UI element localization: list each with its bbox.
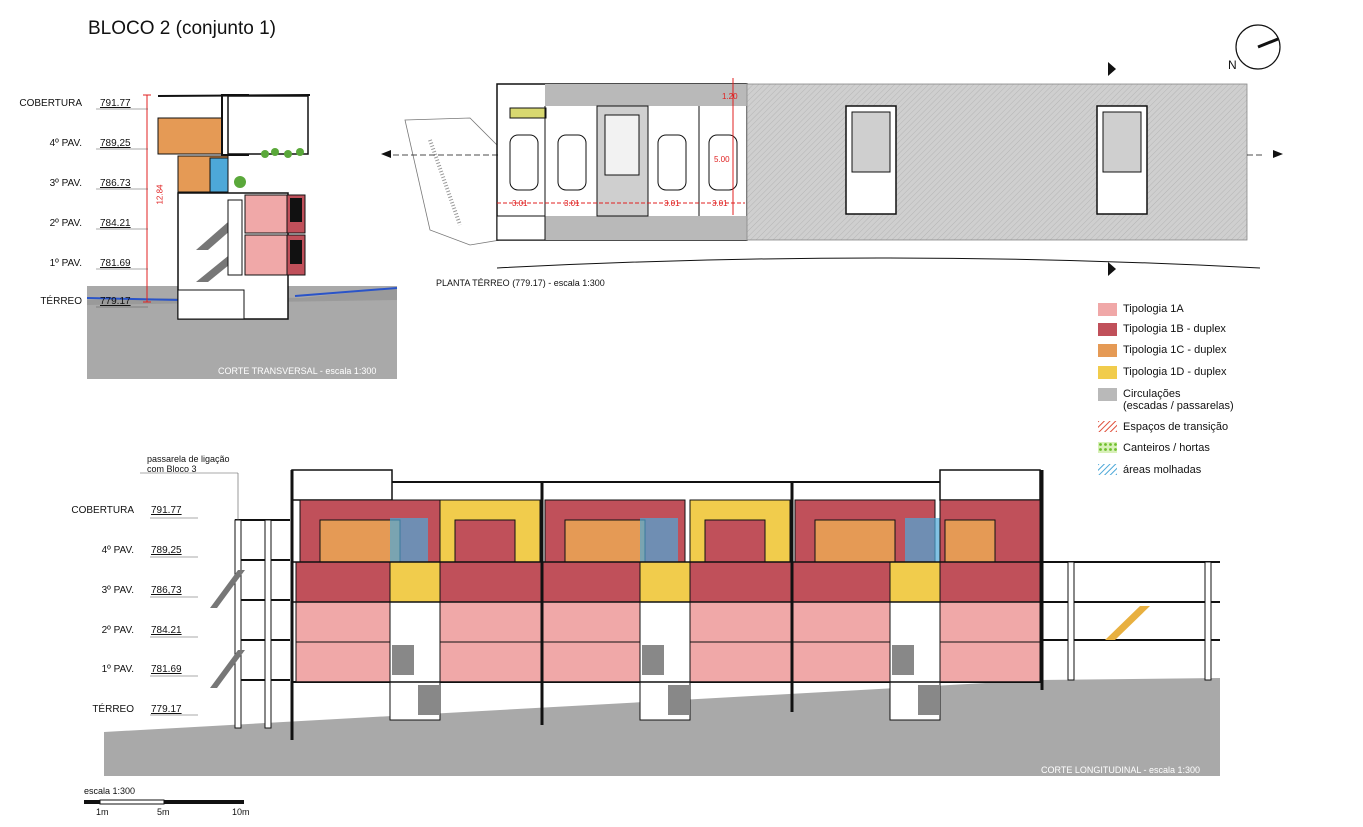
level-value: 781.69 bbox=[151, 664, 182, 675]
longitudinal-caption: CORTE LONGITUDINAL - escala 1:300 bbox=[1041, 765, 1201, 775]
scale-tick: 5m bbox=[157, 807, 170, 817]
unit-1a bbox=[244, 234, 288, 276]
level-value: 784.21 bbox=[151, 625, 182, 636]
legend-item-1a: Tipologia 1A bbox=[1098, 303, 1184, 316]
passarela-label: passarela de ligação bbox=[147, 454, 230, 464]
longitudinal-section bbox=[104, 469, 1220, 776]
level-value: 786.73 bbox=[100, 178, 131, 189]
legend-item-1b: Tipologia 1B - duplex bbox=[1098, 323, 1226, 336]
level-name: 3º PAV. bbox=[49, 178, 82, 189]
plan-spacing: 3.01 bbox=[564, 199, 580, 208]
level-name: 2º PAV. bbox=[49, 218, 82, 229]
transversal-caption: CORTE TRANSVERSAL - escala 1:300 bbox=[218, 366, 377, 376]
level-name: COBERTURA bbox=[19, 98, 82, 109]
level-value: 789,25 bbox=[100, 138, 131, 149]
level-name: 1º PAV. bbox=[101, 664, 134, 675]
height-dimension: 12.84 bbox=[155, 184, 165, 205]
level-value: 779.17 bbox=[151, 704, 182, 715]
level-value: 791.77 bbox=[151, 505, 182, 516]
legend-swatch bbox=[1098, 366, 1117, 379]
plan-spacing: 3.01 bbox=[512, 199, 528, 208]
scale-bar bbox=[84, 799, 244, 805]
scale-label: escala 1:300 bbox=[84, 786, 136, 796]
level-name: 2º PAV. bbox=[101, 625, 134, 636]
legend-swatch bbox=[1098, 344, 1117, 357]
plan-caption: PLANTA TÉRREO (779.17) - escala 1:300 bbox=[436, 278, 605, 288]
north-label: N bbox=[1228, 58, 1237, 72]
level-value: 779.17 bbox=[100, 296, 131, 307]
level-value: 786,73 bbox=[151, 585, 182, 596]
legend-item-canteiros: Canteiros / hortas bbox=[1098, 442, 1210, 454]
level-name: TÉRREO bbox=[40, 296, 82, 307]
scale-tick: 1m bbox=[96, 807, 109, 817]
legend-swatch bbox=[1098, 323, 1117, 336]
plan-dim-top: 1.20 bbox=[722, 92, 738, 101]
legend-item-transicao: Espaços de transição bbox=[1098, 421, 1228, 433]
level-value: 781.69 bbox=[100, 258, 131, 269]
ground-floor-plan bbox=[381, 24, 1283, 276]
level-name: 1º PAV. bbox=[49, 258, 82, 269]
legend-item-1d: Tipologia 1D - duplex bbox=[1098, 366, 1227, 379]
cross-section bbox=[86, 94, 398, 379]
passarela-label: com Bloco 3 bbox=[147, 464, 197, 474]
level-name: 4º PAV. bbox=[101, 545, 134, 556]
plan-dim-side: 5.00 bbox=[714, 155, 730, 164]
level-name: COBERTURA bbox=[71, 505, 134, 516]
legend-item-1c: Tipologia 1C - duplex bbox=[1098, 344, 1227, 357]
scale-tick: 10m bbox=[232, 807, 250, 817]
legend-item-molhadas: áreas molhadas bbox=[1098, 464, 1201, 476]
legend-swatch bbox=[1098, 388, 1117, 401]
page-title: BLOCO 2 (conjunto 1) bbox=[88, 18, 276, 39]
plan-spacing: 3.01 bbox=[664, 199, 680, 208]
level-name: TÉRREO bbox=[92, 704, 134, 715]
level-value: 784.21 bbox=[100, 218, 131, 229]
level-name: 4º PAV. bbox=[49, 138, 82, 149]
level-value: 791.77 bbox=[100, 98, 131, 109]
plan-spacing: 3.01 bbox=[712, 199, 728, 208]
legend-item-circulacoes: Circulações(escadas / passarelas) bbox=[1098, 388, 1234, 412]
legend-swatch bbox=[1098, 303, 1117, 316]
level-value: 789,25 bbox=[151, 545, 182, 556]
level-name: 3º PAV. bbox=[101, 585, 134, 596]
unit-1a bbox=[244, 194, 288, 234]
